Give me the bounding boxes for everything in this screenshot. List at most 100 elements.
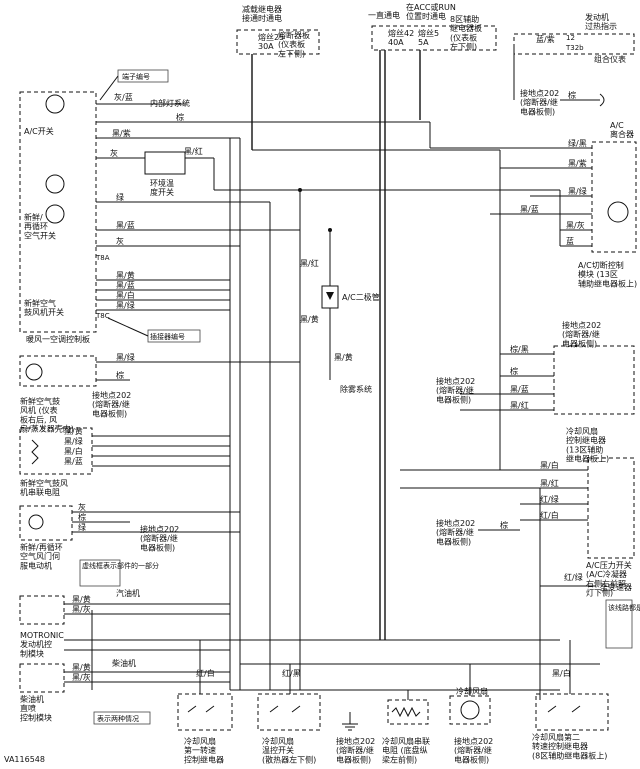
wire-black-yellow-5: 黑/黄 <box>300 314 319 324</box>
fuse25-dashed-box <box>236 29 320 55</box>
blower-resistor-label: 新鲜空气鼓风机串联电阻 <box>20 478 68 497</box>
junction-dot-2 <box>328 228 332 232</box>
wire-black-gray-2: 黑/灰 <box>72 672 91 682</box>
ground-symbol-icon <box>342 723 358 731</box>
wire-gray-blue: 灰/蓝 <box>114 92 133 102</box>
fan1-relay-box <box>177 693 233 731</box>
hvac-panel-title: 暖风一空调控制板 <box>26 334 90 344</box>
callouts: 端子编号 插接器编号 虚线框表示部件的一部分 表示两种情况 该线路都是相同的线 <box>79 69 640 725</box>
wire-brown-1: 棕 <box>176 112 184 122</box>
junction-dot-1 <box>298 188 302 192</box>
evap-temp-label: 环境温度开关 <box>150 178 174 197</box>
fan-resistor-box <box>387 699 429 725</box>
pressure-switch-label: A/C压力开关(A/C冷凝器右侧右前照灯下侧) <box>586 560 632 598</box>
wire-black-blue-3: 黑/蓝 <box>64 456 83 466</box>
wire-brown-2: 棕 <box>116 370 124 380</box>
fan-resistor-label: 冷却风扇串联电阻 (底盘纵梁左前侧) <box>382 736 430 764</box>
wire-black-yellow-2: 黑/黄 <box>64 426 83 436</box>
to-dash-light-label: 内部灯系统 <box>150 98 190 108</box>
ac-cutoff-transistor-icon <box>607 201 629 223</box>
wire-black-blue-5: 黑/蓝 <box>510 384 529 394</box>
ground202-label-4: 接地点202(熔断器/继电器板侧) <box>562 320 601 348</box>
combo-meter-label: 组合仪表 <box>594 54 626 64</box>
wire-black-white-4: 黑/白 <box>552 668 571 678</box>
fan-relay-right-box <box>553 345 635 415</box>
two-cases-callout: 表示两种情况 <box>97 714 139 723</box>
terminal-no-callout: 端子编号 <box>122 72 150 81</box>
ac-switch-label: A/C开关 <box>24 126 54 136</box>
blower-section: 新鲜空气鼓风机 (仪表板右后, 风扇/蒸发器壳内) 黑/绿 棕 接地点202(熔… <box>19 353 300 570</box>
wire-black-yellow-6: 黑/黄 <box>334 352 353 362</box>
ac-cutoff-label: A/C切断控制模块 (13区辅助继电器板上) <box>578 260 637 288</box>
fan1-relay-contact-icon <box>187 705 215 713</box>
t8a-label: T8A <box>95 254 110 262</box>
t12-label: 12 <box>566 34 575 42</box>
blower-motor-box <box>19 355 97 387</box>
hvac-control-panel: 暖风一空调控制板 A/C开关 新鲜/再循环空气开关 新鲜空气鼓风机开关 T8A … <box>19 91 430 344</box>
connector-no-pointer <box>107 317 149 337</box>
ground202-label-3: 接地点202(熔断器/继电器板侧) <box>520 88 559 116</box>
ground202c-label: 接地点202(熔断器/继电器板侧) <box>454 736 493 764</box>
wire-green-black-1: 绿/黑 <box>568 139 587 148</box>
fan-motor-box <box>449 695 491 725</box>
two-cases-callout-box <box>93 711 151 725</box>
wire-black-gray-1: 黑/灰 <box>72 604 91 614</box>
wire-gray-3: 灰 <box>78 502 86 512</box>
fan-temp-switch-label: 冷却风扇温控开关(散热器左下侧) <box>262 736 316 764</box>
wire-red-black-1: 红/黑 <box>282 668 301 678</box>
clutch-coil-icon <box>599 93 605 107</box>
ac-cutoff-box <box>591 141 637 253</box>
t32b-label: T32b <box>565 44 584 52</box>
wire-red-green-1: 红/绿 <box>540 494 559 504</box>
wire-black-yellow-1: 黑/黄 <box>116 270 135 280</box>
wire-black-red-3: 黑/红 <box>510 400 529 410</box>
blower-motor-label: 新鲜空气鼓风机 (仪表板右后, 风扇/蒸发器壳内) <box>20 396 74 434</box>
recirc-motor-box <box>19 505 73 541</box>
blower-resistor-box <box>19 427 93 475</box>
fuse42-dashed-box <box>371 25 497 51</box>
fan2-relay-box <box>535 693 609 731</box>
fan-motor-label: 冷却风扇 <box>456 686 488 696</box>
ground202-label-1: 接地点202(熔断器/继电器板侧) <box>92 390 131 418</box>
wire-red-white-1: 红/白 <box>540 510 559 520</box>
fan2-relay-contact-icon <box>547 705 581 713</box>
always-on-label: 一直通电 <box>368 10 400 20</box>
fan-motor-icon <box>460 700 480 720</box>
terminal-no-pointer <box>99 75 119 101</box>
wire-black-red-2: 黑/红 <box>300 258 319 268</box>
wire-black-yellow-3: 黑/黄 <box>72 594 91 604</box>
diode-arrow-icon <box>326 292 334 300</box>
wire-red-green-2: 红/绿 <box>564 572 583 582</box>
fan-resistor-icon <box>391 706 421 718</box>
wire-black-blue-1: 黑/蓝 <box>116 220 135 230</box>
wire-black-green-1: 黑/绿 <box>116 301 135 310</box>
connector-no-callout: 插接器编号 <box>150 332 185 341</box>
unload-relay-label: 减载继电器接通时通电 <box>242 4 282 23</box>
fuse-panel-left-label: 熔断器板(仪表板左下侧) <box>278 30 310 58</box>
dashed-partial-callout-box <box>79 559 121 587</box>
blower-resistor-icon <box>31 439 39 465</box>
panel-bulb-1 <box>45 94 65 114</box>
wire-black-red-4: 黑/红 <box>540 478 559 488</box>
gasoline-label: 汽油机 <box>116 588 140 598</box>
wire-black-purple-2: 黑/紫 <box>568 159 587 168</box>
diesel-box <box>19 663 65 693</box>
ground202-label-2: 接地点202(熔断器/继电器板侧) <box>140 524 179 552</box>
recirc-switch-label: 新鲜/再循环空气开关 <box>24 212 56 240</box>
panel-bulb-3 <box>45 204 65 224</box>
wire-black-green-4: 黑/绿 <box>568 187 587 196</box>
recirc-motor-label: 新鲜/再循环空气风门伺服电动机 <box>20 542 63 570</box>
defrost-label: 除雾系统 <box>340 384 372 394</box>
dashed-partial-callout: 虚线框表示部件的一部分 <box>82 561 159 570</box>
wire-black-white-2: 黑/白 <box>64 446 83 456</box>
wire-black-blue-2: 黑/蓝 <box>116 280 135 290</box>
panel-bulb-2 <box>45 174 65 194</box>
wire-brown-black-1: 棕/黑 <box>510 344 529 354</box>
hvac-panel-dashed-box <box>19 91 97 333</box>
zone8-relay-label: 8区辅助继电器板(仪表板左下侧) <box>450 14 482 52</box>
